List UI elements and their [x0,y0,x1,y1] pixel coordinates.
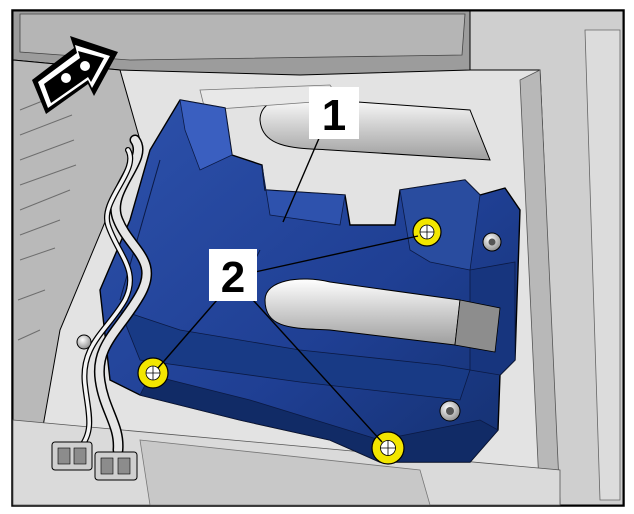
callout-2: 2 [209,249,257,302]
connector-right [94,451,138,481]
arrow-direction-icon [32,36,118,114]
bolt-upper-right [482,232,502,252]
lower-tube [264,278,501,353]
callout-2-label: 2 [221,253,245,302]
callout-1-label: 1 [322,91,346,140]
bolt-left [76,334,92,350]
wiring-harness [77,134,153,456]
bolt-lower-right [439,400,461,422]
connector-left [51,441,93,471]
leader-lines [157,135,419,443]
callout-1: 1 [309,87,359,140]
fastener-upper [412,217,442,247]
